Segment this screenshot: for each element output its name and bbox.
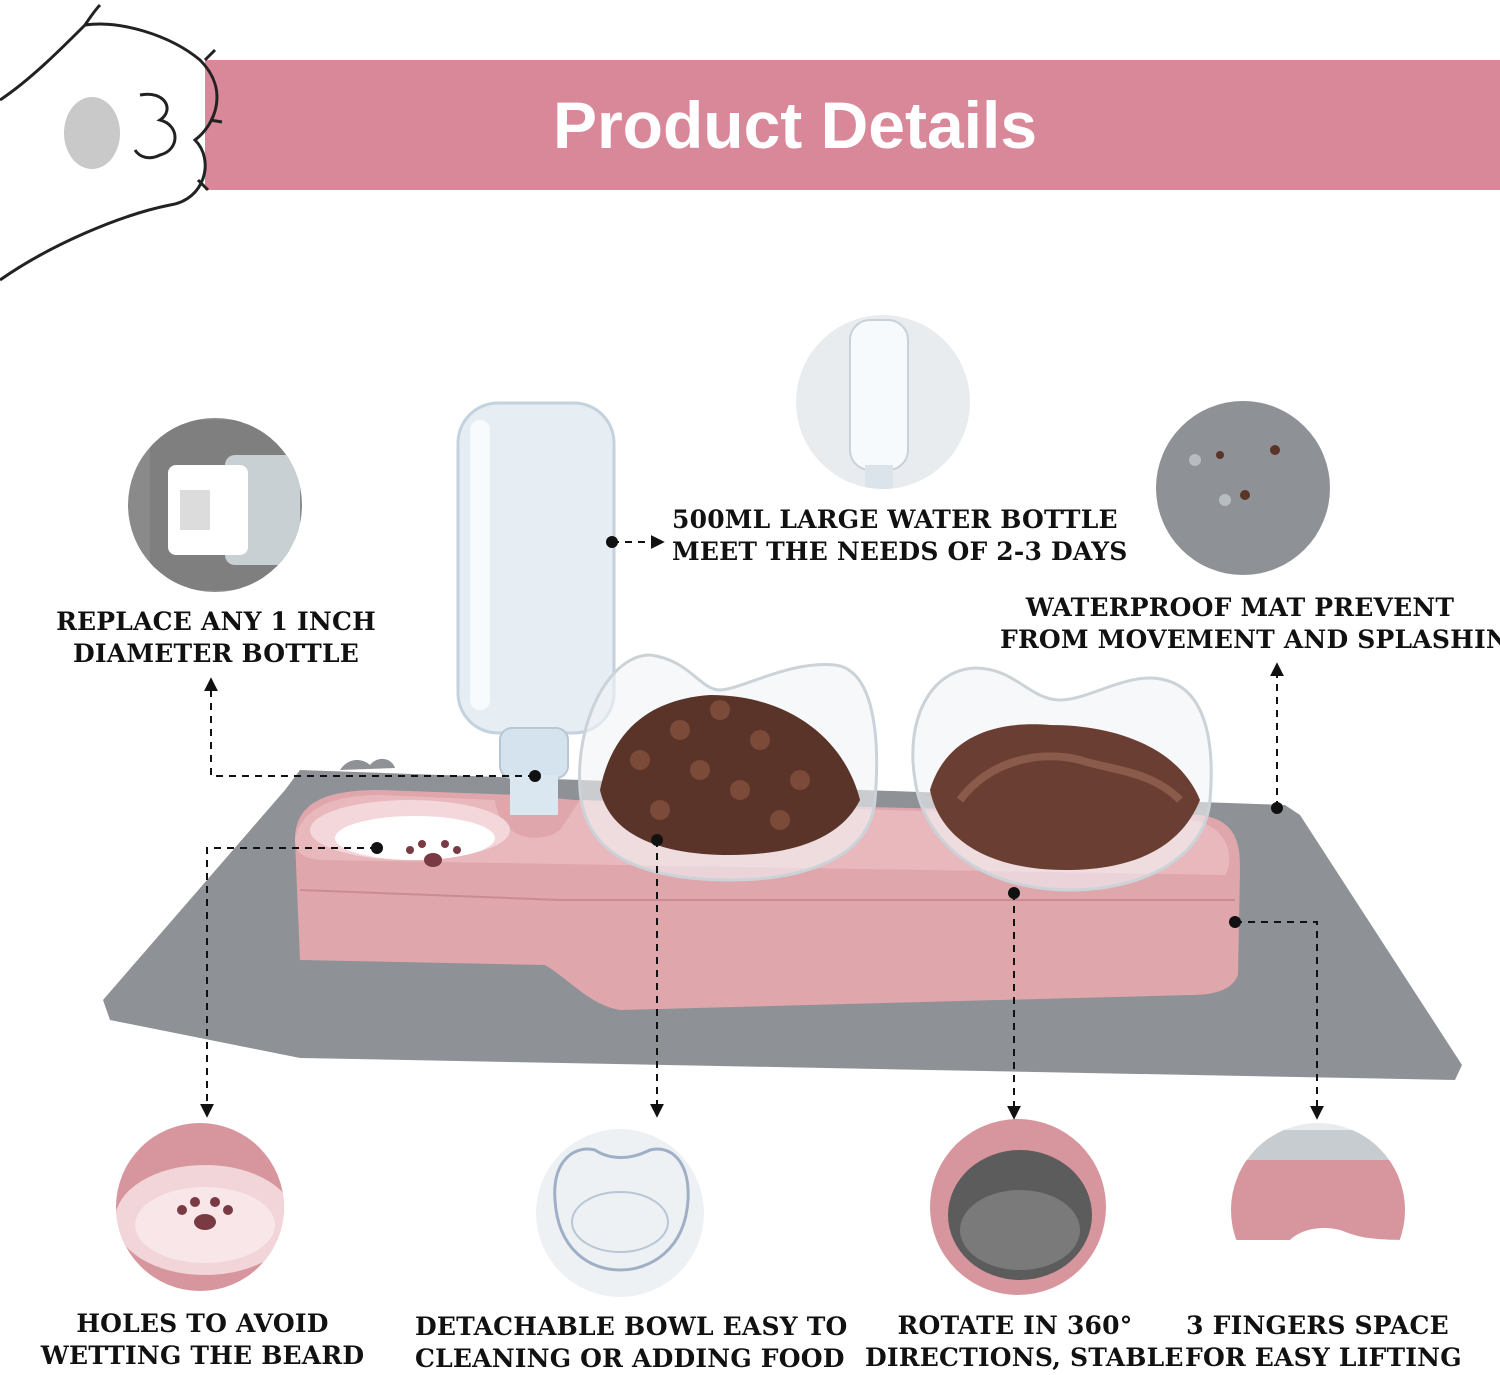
caption-line: 3 FINGERS SPACE (1186, 1311, 1449, 1340)
caption-line: WATERPROOF MAT PREVENT (1025, 593, 1455, 622)
callout-connectors (200, 535, 1324, 1120)
caption-line: FOR EASY LIFTING (1185, 1343, 1462, 1372)
detachable-bowl-detail (536, 1129, 704, 1297)
caption-line: DIRECTIONS, STABLE (865, 1343, 1184, 1372)
caption-water-bottle: 500ML LARGE WATER BOTTLE MEET THE NEEDS … (672, 504, 1128, 568)
water-bottle (456, 401, 616, 815)
caption-line: HOLES TO AVOID (76, 1309, 329, 1338)
caption-line: WETTING THE BEARD (40, 1341, 365, 1370)
caption-replace-bottle: REPLACE ANY 1 INCH DIAMETER BOTTLE (46, 606, 386, 670)
caption-holes: HOLES TO AVOID WETTING THE BEARD (30, 1308, 375, 1372)
caption-line: CLEANING OR ADDING FOOD (415, 1344, 845, 1373)
cat-paw-icon (0, 3, 223, 282)
caption-line: FROM MOVEMENT AND SPLASHING (1000, 625, 1500, 654)
caption-line: MEET THE NEEDS OF 2-3 DAYS (672, 537, 1128, 566)
bottle-detail (796, 315, 970, 489)
caption-line: DETACHABLE BOWL EASY TO (415, 1312, 848, 1341)
clear-bowl-right (911, 666, 1213, 892)
caption-line: REPLACE ANY 1 INCH (56, 607, 376, 636)
caption-fingers-space: 3 FINGERS SPACE FOR EASY LIFTING (1185, 1310, 1462, 1374)
caption-waterproof-mat: WATERPROOF MAT PREVENT FROM MOVEMENT AND… (1000, 592, 1500, 656)
header-banner (205, 60, 1500, 190)
clear-bowl-left (578, 653, 879, 882)
page-title: Product Details (552, 88, 1038, 162)
caption-detachable-bowl: DETACHABLE BOWL EASY TO CLEANING OR ADDI… (415, 1311, 848, 1375)
mat-detail (1156, 401, 1330, 575)
bottle-valve-detail (128, 418, 302, 592)
caption-rotate: ROTATE IN 360° DIRECTIONS, STABLE (865, 1310, 1184, 1374)
caption-line: 500ML LARGE WATER BOTTLE (672, 505, 1118, 534)
rotate-detail (930, 1119, 1106, 1295)
holes-detail (116, 1123, 284, 1291)
fingers-space-detail (1231, 1123, 1405, 1297)
caption-line: ROTATE IN 360° (897, 1311, 1133, 1340)
caption-line: DIAMETER BOTTLE (73, 639, 359, 668)
callout-dots (371, 536, 1283, 928)
